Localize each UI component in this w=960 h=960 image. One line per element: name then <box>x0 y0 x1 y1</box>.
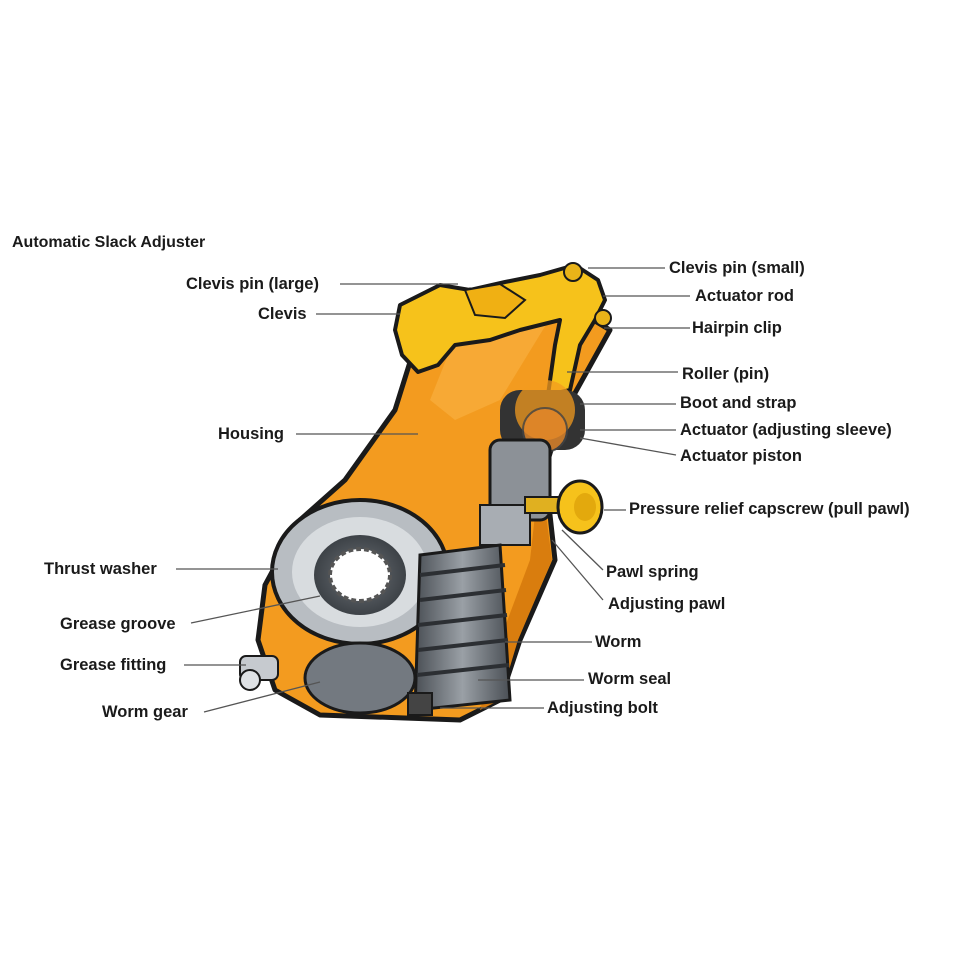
leader-pawl-spring <box>561 529 604 571</box>
leader-actuator-piston <box>579 437 677 456</box>
label-grease-fitting: Grease fitting <box>60 656 167 674</box>
diagram-title: Automatic Slack Adjuster <box>12 234 206 251</box>
worm-gear <box>270 498 450 715</box>
label-thrust-washer: Thrust washer <box>44 560 157 578</box>
leader-worm-gear <box>203 681 321 713</box>
label-roller-pin: Roller (pin) <box>682 365 770 383</box>
grease-fitting <box>239 655 279 691</box>
label-housing: Housing <box>218 425 284 443</box>
leader-adjusting-pawl <box>551 539 604 601</box>
label-worm-gear: Worm gear <box>102 703 188 721</box>
leader-lines <box>176 267 690 713</box>
label-pawl-spring: Pawl spring <box>606 563 699 581</box>
label-adjusting-bolt: Adjusting bolt <box>547 699 658 717</box>
clevis <box>393 262 612 397</box>
label-boot-and-strap: Boot and strap <box>680 394 797 412</box>
label-actuator-rod: Actuator rod <box>695 287 794 305</box>
label-clevis-pin-small: Clevis pin (small) <box>669 259 805 277</box>
label-clevis-pin-large: Clevis pin (large) <box>186 275 319 293</box>
label-grease-groove: Grease groove <box>60 615 176 633</box>
label-actuator-piston: Actuator piston <box>680 447 802 465</box>
label-pressure-relief-capscrew: Pressure relief capscrew (pull pawl) <box>629 500 910 518</box>
label-actuator-adjusting-sleeve: Actuator (adjusting sleeve) <box>680 421 892 439</box>
label-hairpin-clip: Hairpin clip <box>692 319 782 337</box>
leader-grease-groove <box>190 595 321 624</box>
label-worm: Worm <box>595 633 642 651</box>
pressure-relief-capscrew <box>524 479 604 535</box>
label-clevis: Clevis <box>258 305 307 323</box>
worm <box>407 543 512 716</box>
label-worm-seal: Worm seal <box>588 670 672 688</box>
label-adjusting-pawl: Adjusting pawl <box>608 595 726 613</box>
